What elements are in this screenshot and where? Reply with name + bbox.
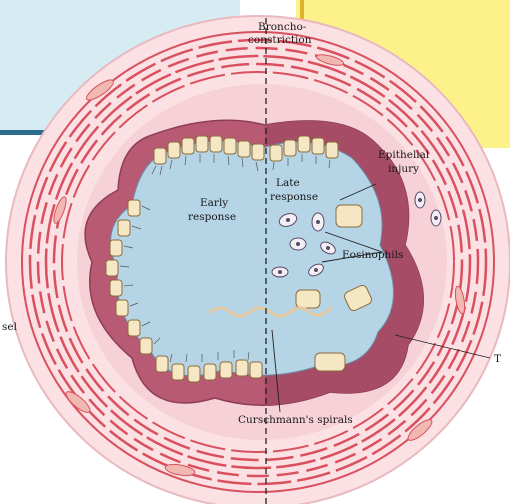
label-early-response-line1: Early [200, 197, 228, 209]
label-eosinophils: Eosinophils [342, 249, 403, 261]
label-late-response-line1: Late [276, 177, 300, 189]
label-epithelial-injury-line2: injury [388, 163, 419, 175]
label-curschmanns-spirals: Curschmann's spirals [238, 414, 353, 426]
label-late-response-line2: response [270, 191, 318, 203]
label-t-fragment: T [494, 353, 501, 365]
label-epithelial-injury-line1: Epithelial [378, 149, 430, 161]
label-bronchoconstriction-line2: constriction [248, 34, 312, 46]
label-bronchoconstriction-line1: Broncho- [258, 21, 307, 33]
label-early-response-line2: response [188, 211, 236, 223]
label-vessel-fragment: sel [2, 321, 18, 333]
